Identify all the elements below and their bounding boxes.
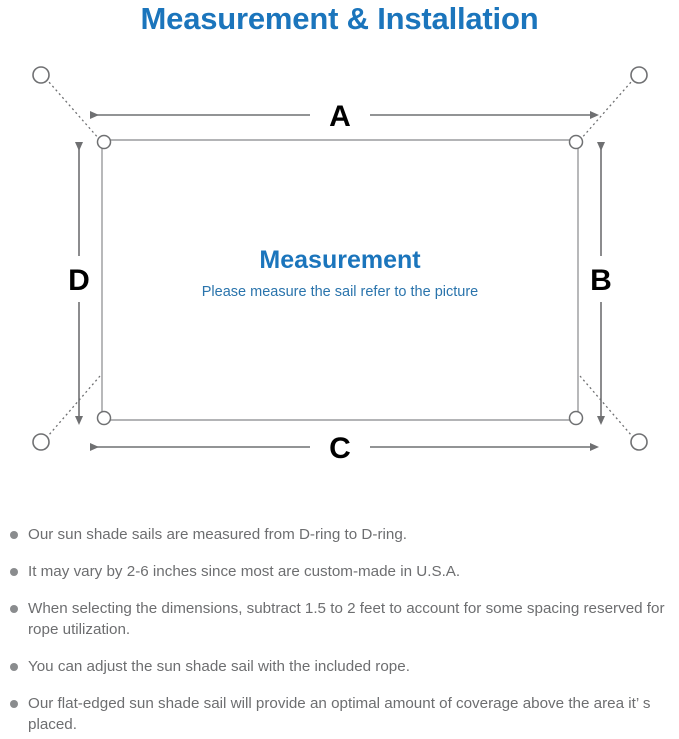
sail-heading: Measurement xyxy=(259,246,421,274)
list-item: You can adjust the sun shade sail with t… xyxy=(0,656,679,677)
list-item: When selecting the dimensions, subtract … xyxy=(0,598,679,640)
anchor-ring-bottom-left xyxy=(32,433,50,451)
bullet-icon xyxy=(10,605,18,613)
page-title: Measurement & Installation xyxy=(140,1,539,36)
d-ring-bottom-left xyxy=(96,410,112,426)
note-text: When selecting the dimensions, subtract … xyxy=(28,600,665,638)
sail-subheading: Please measure the sail refer to the pic… xyxy=(202,284,478,300)
list-item: Our sun shade sails are measured from D-… xyxy=(0,524,679,545)
measurement-diagram: A C D B Measurement Please measure the s… xyxy=(0,44,679,514)
dimension-label-d: D xyxy=(68,264,90,297)
d-ring-top-left xyxy=(96,134,112,150)
rope-line-top-left xyxy=(47,80,101,141)
rope-line-bottom-left xyxy=(47,375,101,437)
anchor-rings xyxy=(32,66,648,451)
anchor-ring-top-right xyxy=(630,66,648,84)
bullet-icon xyxy=(10,700,18,708)
rope-line-bottom-right xyxy=(579,375,633,437)
measurement-diagram-svg: A C D B Measurement Please measure the s… xyxy=(32,66,648,465)
bullet-icon xyxy=(10,663,18,671)
note-text: You can adjust the sun shade sail with t… xyxy=(28,658,410,675)
bullet-icon xyxy=(10,531,18,539)
list-item: It may vary by 2-6 inches since most are… xyxy=(0,561,679,582)
note-text: Our flat-edged sun shade sail will provi… xyxy=(28,695,651,733)
anchor-ring-top-left xyxy=(32,66,50,84)
d-rings xyxy=(96,134,584,426)
note-text: It may vary by 2-6 inches since most are… xyxy=(28,563,461,580)
sail-shape xyxy=(101,139,579,421)
rope-lines xyxy=(47,80,633,437)
rope-line-top-right xyxy=(579,80,633,141)
note-text: Our sun shade sails are measured from D-… xyxy=(28,526,407,543)
list-item: Our flat-edged sun shade sail will provi… xyxy=(0,693,679,735)
anchor-ring-bottom-right xyxy=(630,433,648,451)
d-ring-bottom-right xyxy=(568,410,584,426)
bullet-icon xyxy=(10,568,18,576)
dimension-label-c: C xyxy=(329,432,351,465)
d-ring-top-right xyxy=(568,134,584,150)
dimension-label-b: B xyxy=(590,264,612,297)
notes-list: Our sun shade sails are measured from D-… xyxy=(0,524,679,735)
dimension-label-a: A xyxy=(329,100,351,133)
